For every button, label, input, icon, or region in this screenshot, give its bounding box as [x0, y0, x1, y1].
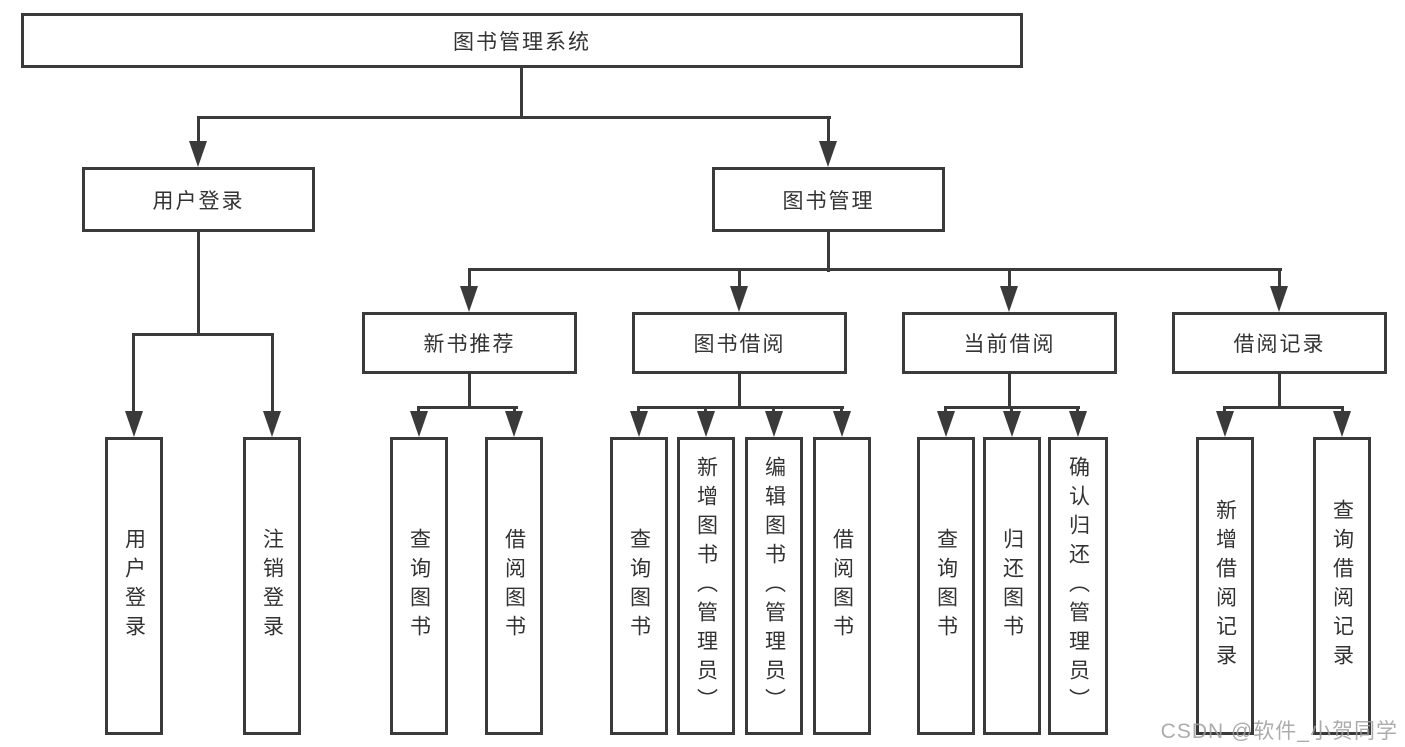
arrow-down-icon: [410, 411, 428, 437]
connector-line: [468, 374, 471, 409]
connector-line: [840, 406, 843, 414]
connector-line: [1278, 374, 1281, 409]
node-new-book-recommend: 新书推荐: [362, 312, 577, 374]
connector-line: [704, 406, 707, 414]
connector-line: [1008, 268, 1011, 288]
leaf-records-add-record: 新增借阅记录: [1196, 437, 1254, 735]
arrow-down-icon: [833, 411, 851, 437]
leaf-borrow-borrow-books: 借阅图书: [813, 437, 871, 735]
leaf-current-return-books: 归还图书: [983, 437, 1041, 735]
connector-line: [637, 406, 844, 409]
connector-line: [417, 406, 518, 409]
csdn-watermark: CSDN @软件_小贺同学: [1160, 720, 1398, 743]
arrow-down-icon: [189, 141, 207, 167]
arrow-down-icon: [730, 286, 748, 312]
connector-line: [827, 116, 830, 144]
connector-line: [1278, 268, 1281, 288]
arrow-down-icon: [1333, 411, 1351, 437]
arrow-down-icon: [1003, 411, 1021, 437]
node-root-library-system: 图书管理系统: [21, 13, 1023, 68]
leaf-borrow-add-books-admin: 新增图书（管理员）: [677, 437, 735, 735]
connector-line: [1223, 406, 1344, 409]
connector-line: [513, 406, 516, 414]
node-book-borrow: 图书借阅: [632, 312, 847, 374]
arrow-down-icon: [819, 141, 837, 167]
connector-line: [1008, 374, 1011, 409]
connector-line: [197, 116, 200, 144]
connector-line: [132, 333, 135, 413]
connector-line: [197, 232, 200, 336]
arrow-down-icon: [1216, 411, 1234, 437]
leaf-borrow-edit-books-admin: 编辑图书（管理员）: [745, 437, 803, 735]
connector-line: [827, 232, 830, 272]
arrow-down-icon: [1270, 286, 1288, 312]
node-borrow-records: 借阅记录: [1172, 312, 1387, 374]
connector-line: [1076, 406, 1079, 414]
connector-line: [197, 116, 831, 119]
node-user-login: 用户登录: [82, 167, 315, 232]
connector-line: [468, 268, 1282, 271]
connector-line: [271, 333, 274, 413]
arrow-down-icon: [765, 411, 783, 437]
node-current-borrow: 当前借阅: [902, 312, 1117, 374]
arrow-down-icon: [1069, 411, 1087, 437]
leaf-newbook-query-books: 查询图书: [390, 437, 448, 735]
leaf-current-query-books: 查询图书: [917, 437, 975, 735]
arrow-down-icon: [937, 411, 955, 437]
arrow-down-icon: [697, 411, 715, 437]
connector-line: [738, 268, 741, 288]
connector-line: [1341, 406, 1344, 414]
connector-line: [772, 406, 775, 414]
arrow-down-icon: [125, 411, 143, 437]
leaf-newbook-borrow-books: 借阅图书: [485, 437, 543, 735]
arrow-down-icon: [1000, 286, 1018, 312]
connector-line: [468, 268, 471, 288]
connector-line: [1010, 406, 1013, 414]
arrow-down-icon: [263, 411, 281, 437]
arrow-down-icon: [505, 411, 523, 437]
arrow-down-icon: [630, 411, 648, 437]
leaf-current-confirm-return-admin: 确认归还（管理员）: [1048, 437, 1108, 735]
leaf-records-query-record: 查询借阅记录: [1313, 437, 1371, 735]
connector-line: [738, 374, 741, 409]
leaf-logout: 注销登录: [243, 437, 301, 735]
connector-line: [944, 406, 947, 414]
leaf-user-login: 用户登录: [105, 437, 163, 735]
arrow-down-icon: [460, 286, 478, 312]
connector-line: [520, 68, 523, 118]
connector-line: [417, 406, 420, 414]
connector-line: [637, 406, 640, 414]
leaf-borrow-query-books: 查询图书: [610, 437, 668, 735]
node-book-management: 图书管理: [712, 167, 945, 232]
connector-line: [1223, 406, 1226, 414]
connector-line: [132, 333, 274, 336]
